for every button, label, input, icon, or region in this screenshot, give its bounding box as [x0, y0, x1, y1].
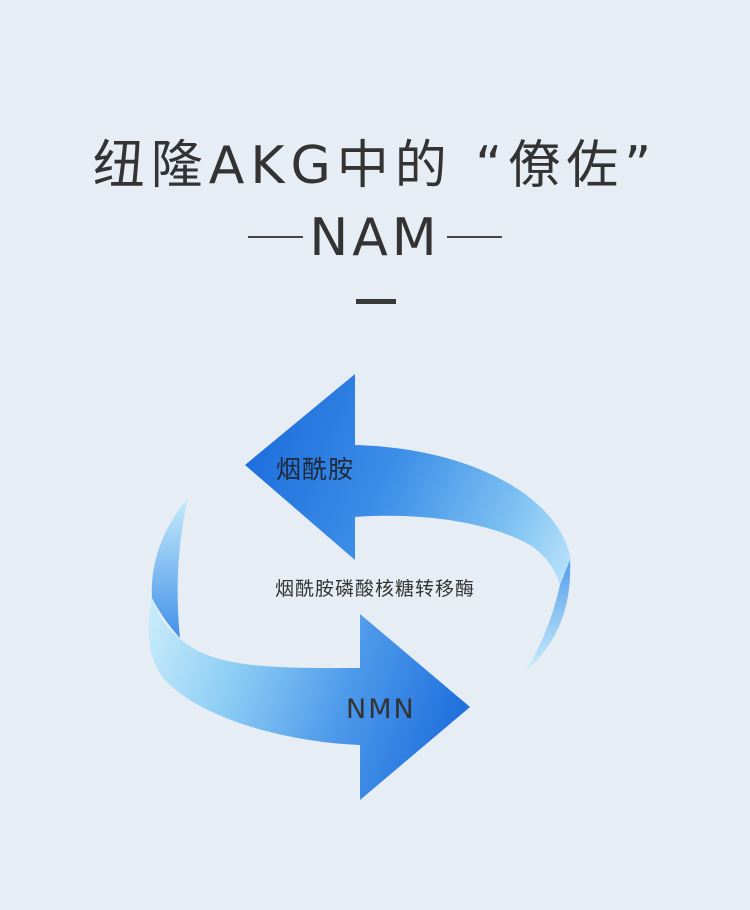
label-nicotinamide: 烟酰胺	[276, 455, 355, 484]
title-divider	[356, 299, 396, 304]
title-line-2: NAM	[0, 212, 750, 264]
cycle-diagram	[148, 374, 571, 800]
top-arrow-ribbon	[525, 560, 571, 672]
title-nam: NAM	[309, 208, 441, 268]
top-arrow	[245, 374, 571, 585]
title-right-dash	[446, 236, 502, 238]
title-line-1: 纽隆AKG中的 “僚佐”	[92, 136, 658, 196]
title-left-dash	[248, 236, 304, 238]
label-nmn: NMN	[346, 694, 416, 725]
bottom-arrow	[148, 598, 471, 800]
label-enzyme: 烟酰胺磷酸核糖转移酶	[274, 578, 475, 600]
bottom-arrow-ribbon	[151, 498, 188, 638]
